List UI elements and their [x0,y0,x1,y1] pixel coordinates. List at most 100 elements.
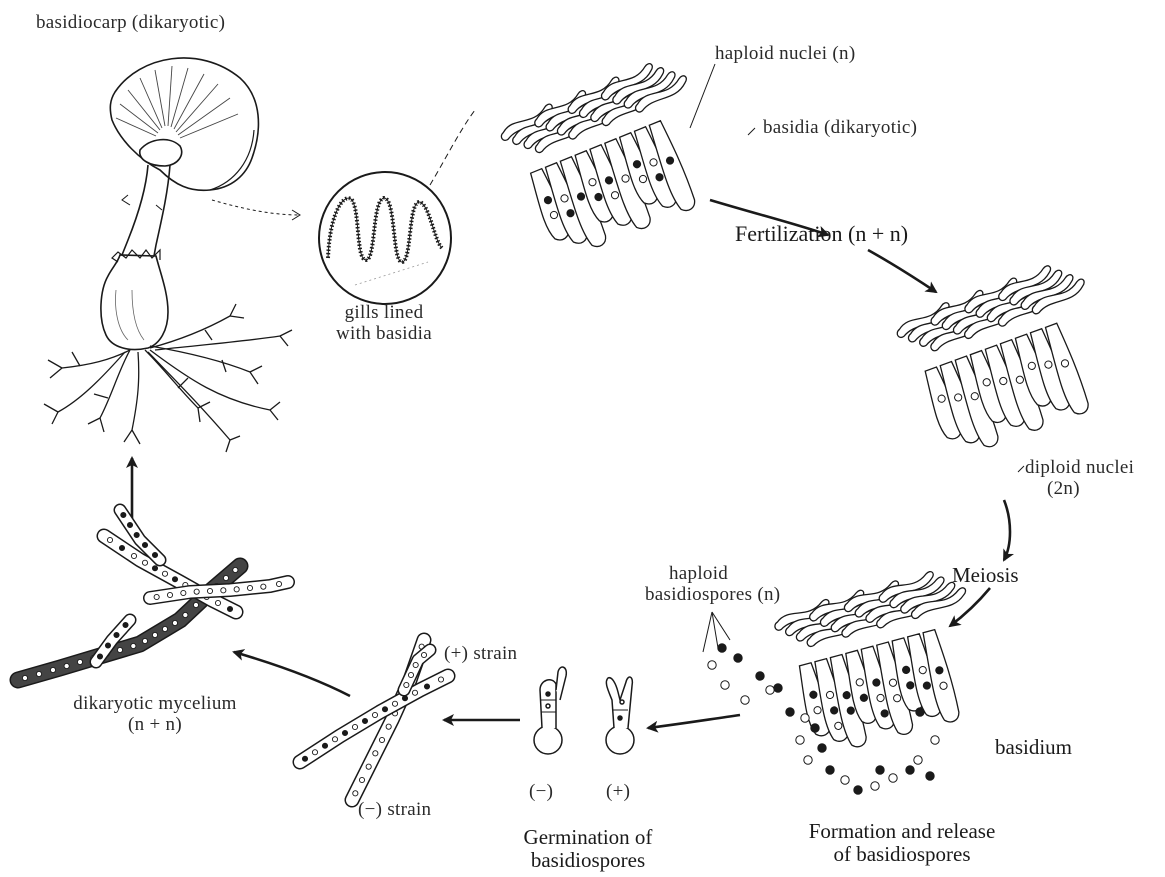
hypha-nucleus [162,626,167,631]
haploid-nuclei-pointer [690,64,715,128]
diploid-pointer [1018,466,1024,472]
arrow-strains-to-mycelium [234,652,350,696]
hypha-nucleus [404,682,409,687]
hypha-nucleus [412,690,417,695]
hypha-nucleus [131,553,136,558]
hypha-nucleus [392,701,397,706]
hypha-nucleus [131,643,136,648]
hypha-nucleus [172,577,177,582]
label-dikaryotic-mycelium: dikaryotic mycelium (n + n) [30,694,280,736]
spore [818,744,826,752]
spore [708,661,716,669]
hypha-nucleus [207,588,212,593]
label-plus-sign: (+) [606,782,630,803]
hypha-nucleus [352,724,357,729]
label-plus-strain: (+) strain [444,644,517,665]
spore [801,714,809,722]
spore [914,756,922,764]
hypha-nucleus [121,512,126,517]
spore [876,766,884,774]
hypha-nucleus [408,672,413,677]
hypha-nucleus [386,724,391,729]
hypha-nucleus [421,652,426,657]
hypha-nucleus [379,737,384,742]
hypha-nucleus [154,594,159,599]
hypha-nucleus [152,566,157,571]
hypha-nucleus [50,667,55,672]
hypha-nucleus [247,585,252,590]
crossing-strains [300,640,448,800]
hypha-nucleus [233,567,238,572]
label-minus-strain: (−) strain [358,800,431,821]
hypha-nucleus [97,654,102,659]
hypha-nucleus [107,537,112,542]
spore [766,686,774,694]
hypha-nucleus [366,764,371,769]
hypha-nucleus [181,590,186,595]
label-gills-line1: gills lined [318,303,450,324]
hypha-nucleus [215,600,220,605]
label-diploid-line1: diploid nuclei [1025,458,1134,479]
label-haploid-nuclei: haploid nuclei (n) [715,44,855,65]
label-basidium: basidium [995,736,1072,759]
hypha-nucleus [162,571,167,576]
spore [774,684,782,692]
spore [804,756,812,764]
label-diploid-line2: (2n) [1025,479,1134,500]
label-germination-line1: Germination of [488,826,688,849]
label-haploid-spores-line1: haploid [645,564,780,585]
hypha-nucleus [332,737,337,742]
spore [718,644,726,652]
spore [854,786,862,794]
spore [871,782,879,790]
hypha-nucleus [234,587,239,592]
spore [756,672,764,680]
hypha-nucleus [172,620,177,625]
hypha-nucleus [438,677,443,682]
hypha-nucleus [227,606,232,611]
hypha-nucleus [36,671,41,676]
spore [811,724,819,732]
label-basidiocarp: basidiocarp (dikaryotic) [36,13,225,34]
hypha-nucleus [183,612,188,617]
spore [906,766,914,774]
hypha-nucleus [221,588,226,593]
label-germination-line2: basidiospores [488,849,688,872]
hypha-nucleus [223,575,228,580]
hypha-nucleus [424,684,429,689]
label-formation-line2: of basidiospores [772,843,1032,866]
hypha-nucleus [302,756,307,761]
hypha-nucleus [342,730,347,735]
hypha-nucleus [119,545,124,550]
label-diploid-nuclei: diploid nuclei (2n) [1025,458,1134,500]
hypha-nucleus [167,592,172,597]
spore [826,766,834,774]
hypha-nucleus [322,743,327,748]
basidia-cluster-meiosis [771,564,997,760]
hypha-nucleus [123,622,128,627]
hypha-nucleus [117,647,122,652]
hypha-nucleus [142,560,147,565]
germinating-spores [534,667,634,754]
label-dikaryotic-line2: (n + n) [30,715,280,736]
hypha-nucleus [152,552,157,557]
hypha-nucleus [373,751,378,756]
hypha-nucleus [413,662,418,667]
hypha-nucleus [382,707,387,712]
hypha-nucleus [127,522,132,527]
basidia-cluster-dikaryotic [497,53,733,265]
spore [786,708,794,716]
hypha-nucleus [312,750,317,755]
label-meiosis: Meiosis [952,564,1019,587]
mushroom-basidiocarp [44,58,292,452]
hypha-nucleus [353,791,358,796]
spore [931,736,939,744]
hypha-nucleus [22,675,27,680]
label-dikaryotic-line1: dikaryotic mycelium [30,694,280,715]
gill-magnified-circle [319,172,451,304]
basidia-pointer [748,128,755,135]
spore [721,681,729,689]
hypha-nucleus [64,663,69,668]
hypha-nucleus [194,589,199,594]
spore [796,736,804,744]
